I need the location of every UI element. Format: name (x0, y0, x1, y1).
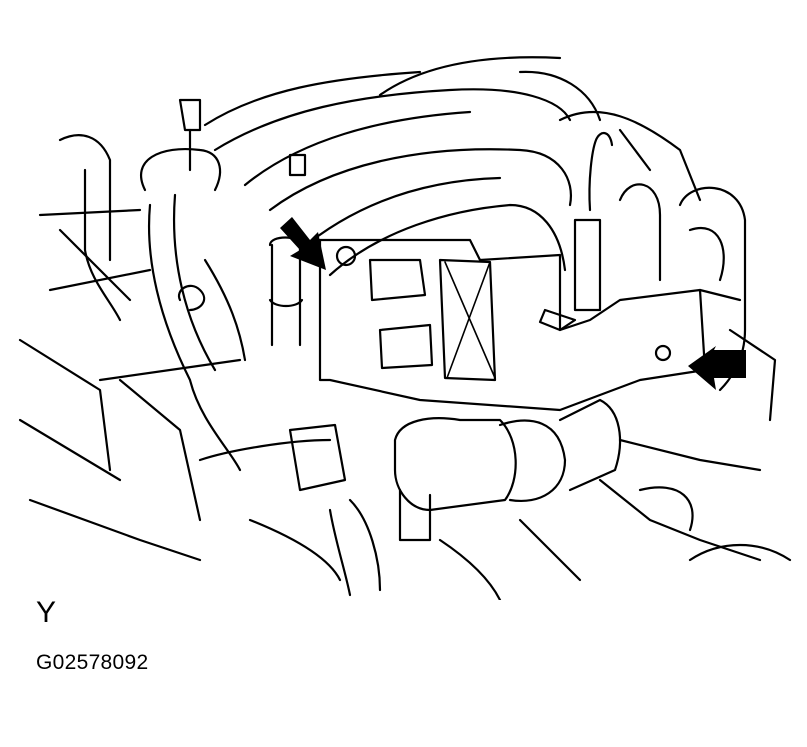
bolt-left (335, 245, 357, 267)
bolt-right (654, 344, 672, 362)
right-hoses (558, 110, 777, 422)
engine-illustration (18, 56, 792, 600)
intake-manifold (203, 56, 602, 277)
bracket-plate (318, 132, 707, 412)
left-hoses (18, 98, 307, 522)
view-label: Y (36, 596, 57, 629)
figure-id: G02578092 (36, 651, 149, 674)
left-callout-arrow (280, 217, 326, 270)
right-callout-arrow (688, 346, 746, 390)
lower-components (18, 398, 792, 600)
left-pipe (268, 236, 304, 347)
